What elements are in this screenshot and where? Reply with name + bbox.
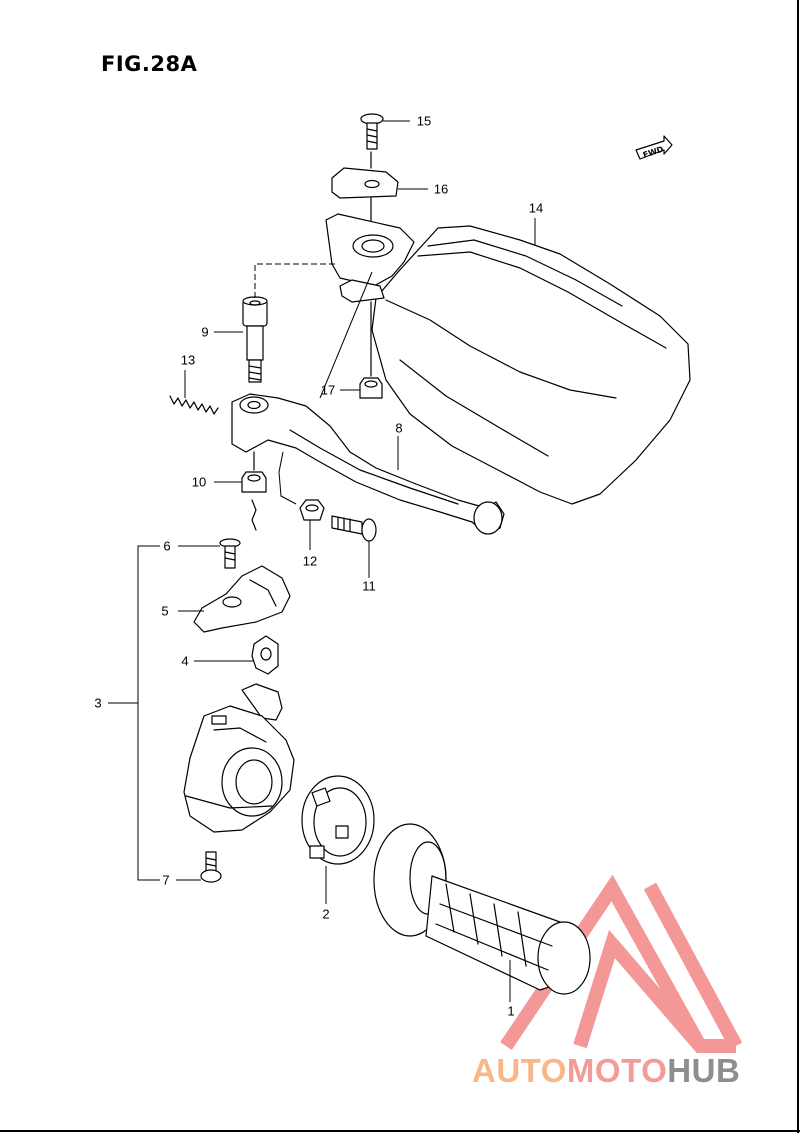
figure-title: FIG.28A <box>101 52 198 76</box>
brand-text-part3: HUB <box>667 1052 741 1089</box>
part-5-plate <box>193 565 291 633</box>
callout-9: 9 <box>201 324 209 340</box>
leader-lines <box>108 120 536 1002</box>
callout-10: 10 <box>191 474 207 490</box>
part-8-lever <box>231 393 505 535</box>
part-13-spring <box>169 395 219 415</box>
part-9-pivot-bolt <box>242 296 268 383</box>
callout-6: 6 <box>163 538 171 554</box>
assembly-line-12 <box>278 451 297 505</box>
callout-7: 7 <box>162 872 170 888</box>
assembly-line-9 <box>254 263 336 298</box>
callout-2: 2 <box>322 906 330 922</box>
part-4-clip <box>251 635 279 675</box>
callout-8: 8 <box>395 420 403 436</box>
part-1-grip <box>373 823 591 995</box>
callout-15: 15 <box>416 113 432 129</box>
part-2-ring <box>301 775 375 865</box>
assembly-line-lever-bracket <box>319 271 373 399</box>
part-10-nut <box>241 451 267 531</box>
callout-14: 14 <box>528 200 544 216</box>
part-16-holder <box>331 167 399 199</box>
part-14-hand-guard <box>325 213 691 505</box>
leader-bracket-3 <box>137 545 160 881</box>
part-3-holder <box>183 683 295 833</box>
callout-5: 5 <box>161 603 169 619</box>
brand-text-part1: AUTO <box>472 1052 567 1089</box>
part-11-screw <box>331 515 377 542</box>
brand-watermark-text: AUTOMOTOHUB <box>472 1052 740 1090</box>
callout-17: 17 <box>320 382 336 398</box>
callout-4: 4 <box>181 653 189 669</box>
part-6-screw <box>219 538 241 569</box>
part-12-nut <box>299 499 325 521</box>
callout-13: 13 <box>180 352 196 368</box>
callout-11: 11 <box>362 578 376 594</box>
callout-1: 1 <box>507 1003 515 1019</box>
part-17-nut <box>359 377 383 399</box>
part-15-screw <box>360 113 384 150</box>
callout-12: 12 <box>302 553 318 569</box>
callout-3: 3 <box>94 695 102 711</box>
part-7-screw <box>200 851 222 883</box>
brand-text-part2: MOTO <box>566 1052 668 1089</box>
forward-arrow-icon: FWD <box>635 135 673 160</box>
callout-16: 16 <box>433 181 449 197</box>
